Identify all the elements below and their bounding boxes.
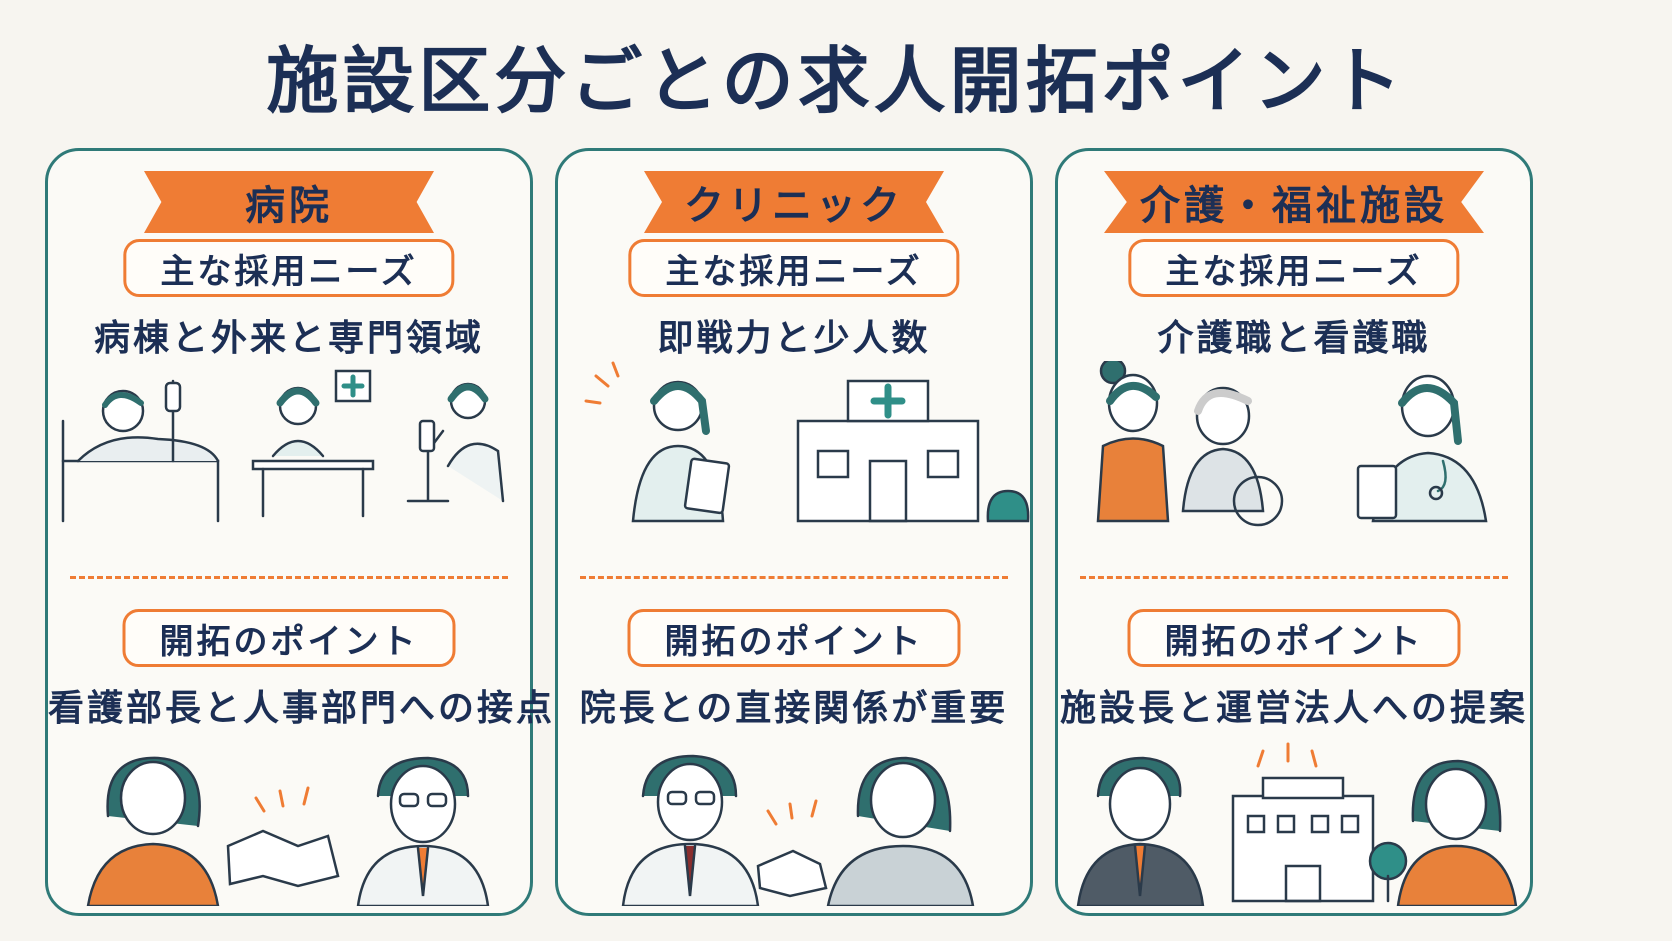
needs-text: 病棟と外来と専門領域 bbox=[93, 318, 484, 359]
category-ribbon: クリニック bbox=[644, 171, 944, 233]
nurse-desk-icon bbox=[251, 369, 375, 518]
nurse-clipboard-icon bbox=[584, 361, 731, 523]
handshake-illustration bbox=[86, 756, 490, 906]
card-clinic: クリニック 主な採用ニーズ 即戦力と少人数 開拓のポイント 院長との直接関係が重… bbox=[555, 148, 1033, 916]
doctor-avatar-icon bbox=[621, 754, 760, 906]
patient-bed-icon bbox=[61, 379, 220, 523]
point-label: 開拓のポイント bbox=[122, 609, 456, 667]
point-text: 院長との直接関係が重要 bbox=[579, 688, 1009, 729]
needs-text: 介護職と看護職 bbox=[1157, 318, 1431, 359]
care-staff-illustration bbox=[1096, 361, 1488, 527]
woman-avatar-icon bbox=[1396, 759, 1518, 906]
needs-label: 主な採用ニーズ bbox=[628, 239, 960, 297]
needs-text: 即戦力と少人数 bbox=[657, 318, 931, 359]
hospital-staff-illustration bbox=[61, 369, 505, 523]
facility-building-icon bbox=[1231, 742, 1408, 903]
woman-avatar-icon bbox=[826, 756, 975, 906]
category-ribbon: 介護・福祉施設 bbox=[1104, 171, 1484, 233]
woman-avatar-icon bbox=[86, 756, 220, 906]
handshake-illustration bbox=[621, 754, 975, 906]
needs-label: 主な採用ニーズ bbox=[123, 239, 455, 297]
wheelchair-elder-icon bbox=[1181, 386, 1284, 527]
facility-meeting-illustration bbox=[1076, 742, 1518, 906]
point-text: 施設長と運営法人への提案 bbox=[1059, 688, 1528, 729]
caregiver-icon bbox=[1096, 361, 1170, 523]
card-care-facility: 介護・福祉施設 主な採用ニーズ 介護職と看護職 開拓のポイント 施設長と運営法人… bbox=[1055, 148, 1533, 916]
point-label: 開拓のポイント bbox=[1127, 609, 1461, 667]
clinic-illustration bbox=[584, 361, 1030, 523]
handshake-icon bbox=[226, 786, 340, 888]
needs-label: 主な採用ニーズ bbox=[1128, 239, 1460, 297]
section-divider bbox=[580, 576, 1008, 579]
card-hospital: 病院 主な採用ニーズ 病棟と外来と専門領域 bbox=[45, 148, 556, 916]
point-text: 看護部長と人事部門への接点 bbox=[48, 688, 556, 729]
handshake-icon bbox=[756, 799, 828, 898]
nurse-stethoscope-icon bbox=[1356, 374, 1488, 523]
man-avatar-icon bbox=[1076, 756, 1205, 906]
microscope-icon bbox=[406, 382, 505, 503]
category-ribbon: 病院 bbox=[144, 171, 434, 233]
section-divider bbox=[70, 576, 508, 579]
point-label: 開拓のポイント bbox=[627, 609, 961, 667]
page-title: 施設区分ごとの求人開拓ポイント bbox=[266, 39, 1406, 123]
section-divider bbox=[1080, 576, 1508, 579]
doctor-avatar-icon bbox=[356, 756, 490, 906]
clinic-building-icon bbox=[796, 379, 1030, 523]
